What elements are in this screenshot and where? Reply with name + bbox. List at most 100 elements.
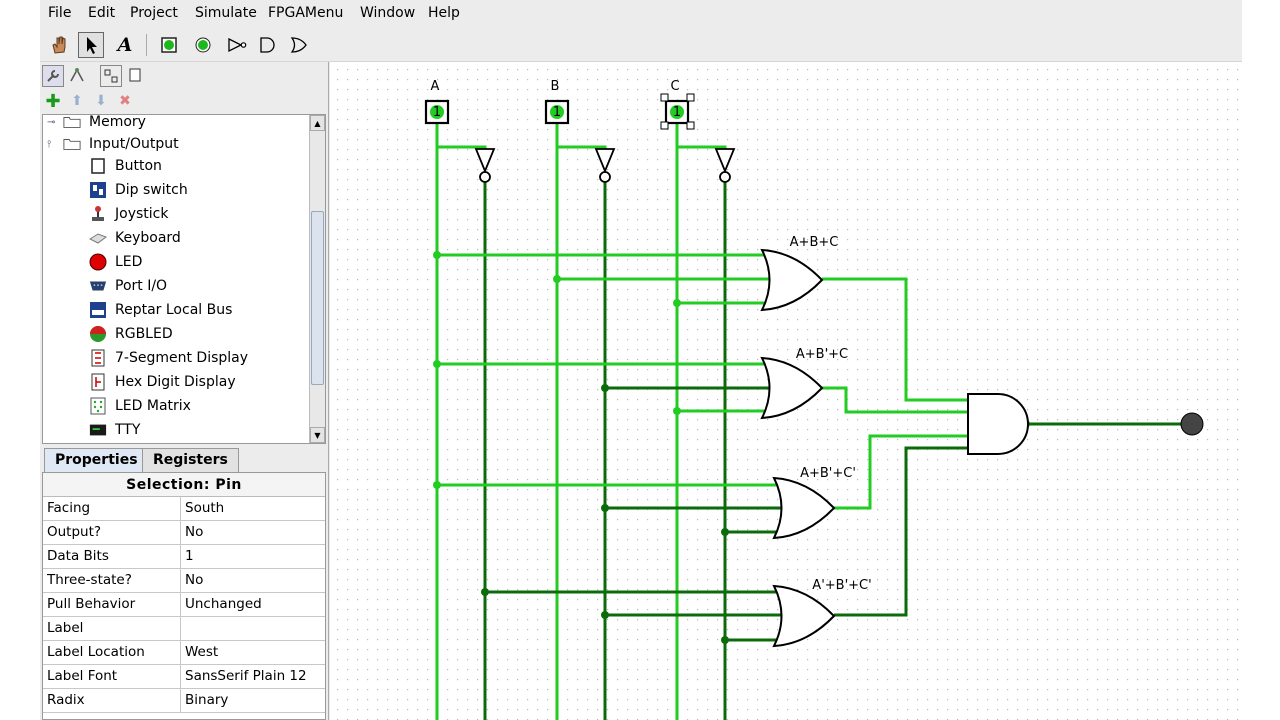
property-value[interactable]: Unchanged [185,596,262,612]
menu-help[interactable]: Help [428,5,460,21]
property-value[interactable]: 1 [185,548,194,564]
or-gate-icon[interactable] [286,32,312,58]
appearance-icon[interactable] [126,66,144,84]
tree-item-tty[interactable]: TTY [89,419,140,441]
tree-folder-label: Input/Output [89,136,179,152]
folder-icon [63,135,81,153]
port-io-icon [89,277,107,295]
property-value[interactable]: South [185,500,225,516]
move-up-icon[interactable]: ⬆ [71,93,83,109]
scroll-thumb[interactable] [311,211,324,385]
menu-simulate[interactable]: Simulate [195,5,257,21]
tree-folder-input-output[interactable]: ⫯ Input/Output [47,133,179,155]
junction-dot [601,611,609,619]
input-pin-led [550,105,564,119]
menu-fpga[interactable]: FPGAMenu [268,5,344,21]
tree-item-rgbled[interactable]: RGBLED [89,323,173,345]
not-gate [594,148,616,174]
delete-icon[interactable]: ✖ [119,93,131,109]
tree-item-reptar-local-bus[interactable]: Reptar Local Bus [89,299,232,321]
tree-expanded-handle-icon[interactable]: ⫯ [47,138,52,150]
tree-item-dip-switch[interactable]: Dip switch [89,179,188,201]
not-gate-bubble [719,171,731,183]
junction-dot [721,636,729,644]
menu-file[interactable]: File [48,5,72,21]
menu-edit[interactable]: Edit [88,5,116,21]
property-value[interactable]: SansSerif Plain 12 [185,668,307,684]
led-matrix-icon [89,397,107,415]
layout-icon[interactable] [100,65,122,87]
property-key: Pull Behavior [43,593,181,616]
scroll-down-icon[interactable]: ▼ [310,427,325,443]
property-key: Label Location [43,641,181,664]
property-value[interactable]: West [185,644,219,660]
menu-project[interactable]: Project [130,5,178,21]
junction-dot [433,360,441,368]
selection-handle [660,121,669,130]
menu-window[interactable]: Window [360,5,416,21]
input-pin-led [430,105,444,119]
tree-item-7-segment-display[interactable]: 7-Segment Display [89,347,248,369]
tree-folder-memory[interactable]: ⊸ Memory [47,115,146,133]
scroll-up-icon[interactable]: ▲ [310,115,325,131]
property-value[interactable]: No [185,572,204,588]
seven-segment-icon [89,349,107,367]
output-pin [1180,412,1204,436]
junction-dot [721,528,729,536]
text-tool-icon[interactable]: A [117,34,133,56]
selection-handle [686,93,695,102]
hand-poke-icon[interactable] [46,32,72,58]
tree-item-led-matrix[interactable]: LED Matrix [89,395,191,417]
not-gate-bubble [479,171,491,183]
wrench-icon[interactable] [42,65,64,87]
tree-item-joystick[interactable]: Joystick [89,203,168,225]
tree-collapsed-handle-icon[interactable]: ⊸ [47,116,56,128]
tree-item-label: TTY [115,422,141,438]
not-gate-icon[interactable] [224,32,250,58]
tree-item-label: Dip switch [115,182,188,198]
selection-handle [686,121,695,130]
output-pin-icon[interactable] [190,32,216,58]
tab-registers[interactable]: Registers [142,448,239,472]
tree-item-port-i-o[interactable]: Port I/O [89,275,167,297]
gate-label: A+B'+C [796,347,848,362]
panel-divider[interactable] [328,62,329,720]
junction-dot [601,384,609,392]
property-value[interactable]: Binary [185,692,229,708]
tab-properties[interactable]: Properties [44,448,149,472]
select-arrow-icon[interactable] [78,32,104,58]
property-value[interactable] [181,617,325,640]
input-pin-icon[interactable] [156,32,182,58]
move-down-icon[interactable]: ⬇ [95,93,107,109]
led-icon [89,253,107,271]
wires [433,120,1184,720]
property-row: Three-state?No [43,569,325,593]
add-circuit-icon[interactable]: ✚ [45,90,61,112]
input-pin-label: B [551,79,560,94]
property-key: Output? [43,521,181,544]
tree-scrollbar[interactable]: ▲ ▼ [309,115,325,443]
toolbar-separator [146,34,147,56]
simulate-tree-icon[interactable] [68,66,86,84]
input-pin-value: 1 [433,105,441,120]
tree-item-button[interactable]: Button [89,155,162,177]
property-key: Data Bits [43,545,181,568]
property-key: Label [43,617,181,640]
and-gate-icon[interactable] [254,32,280,58]
junction-dot [433,481,441,489]
property-value[interactable]: No [185,524,204,540]
tree-item-led[interactable]: LED [89,251,142,273]
tree-item-label: Keyboard [115,230,181,246]
rgbled-icon [89,325,107,343]
tree-item-keyboard[interactable]: Keyboard [89,227,181,249]
tree-item-hex-digit-display[interactable]: Hex Digit Display [89,371,236,393]
input-pin: 1 [664,99,690,125]
